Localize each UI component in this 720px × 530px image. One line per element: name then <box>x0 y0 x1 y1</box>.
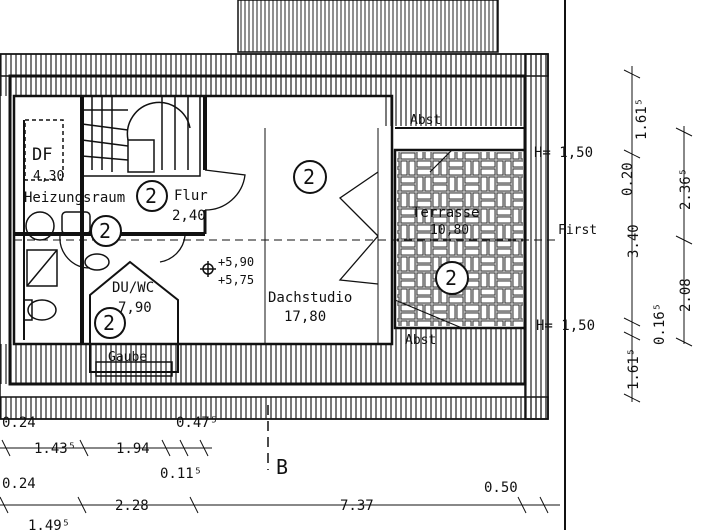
terrace-paving <box>397 152 523 326</box>
label-abst-top: Abst <box>410 113 441 128</box>
dim-bottom-r5-a: 1.49⁵ <box>28 518 70 530</box>
level-marker-icon <box>200 261 216 277</box>
svg-text:2: 2 <box>99 219 111 243</box>
terrace-doors <box>338 171 379 285</box>
svg-text:2: 2 <box>145 184 157 208</box>
room-name-gaube: Gaube <box>108 350 147 365</box>
fixtures <box>23 119 179 377</box>
room-name-df: DF <box>32 145 52 165</box>
svg-text:2: 2 <box>445 266 457 290</box>
dim-bottom-r4-c: 0.50 <box>484 480 518 496</box>
room-area-duwc: 7,90 <box>118 300 152 316</box>
label-h-top: H= 1,50 <box>534 145 593 161</box>
room-area-flur: 2,40 <box>172 208 206 224</box>
dim-right-c1-b: 0.20 <box>620 162 636 196</box>
room-number-circles: 2 2 2 2 2 <box>90 160 469 339</box>
dim-bottom-r4-b: 7.37 <box>340 498 374 514</box>
dim-bottom-r3-a: 0.24 <box>2 476 36 492</box>
right-dimension-lines <box>623 66 693 403</box>
label-abst-bottom: Abst <box>405 333 436 348</box>
roof-top-hatch <box>237 0 499 53</box>
label-first: First <box>558 223 597 238</box>
dim-right-c2-a: 2.36⁵ <box>678 168 694 210</box>
dim-right-c1-c: 3.40 <box>626 224 642 258</box>
dim-bottom-r3-b: 0.11⁵ <box>160 466 202 482</box>
dim-bottom-r1-b: 0.47⁵ <box>176 415 218 431</box>
outer-roof <box>0 53 549 420</box>
room-name-dachstudio: Dachstudio <box>268 290 352 306</box>
room-area-df: 4,30 <box>33 169 64 184</box>
room-name-terrasse: Terrasse <box>412 205 479 221</box>
section-label-b: B <box>276 455 288 479</box>
knee-wall-hatch <box>0 76 525 384</box>
dim-right-c1-a: 1.61⁵ <box>634 98 650 140</box>
room-name-duwc: DU/WC <box>112 280 154 296</box>
dim-bottom-r2-a: 1.43⁵ <box>34 441 76 457</box>
level-bottom: +5,75 <box>218 273 254 287</box>
label-h-bottom: H= 1,50 <box>536 318 595 334</box>
dim-right-c2-b: 2.08 <box>678 278 694 312</box>
svg-text:2: 2 <box>103 311 115 335</box>
room-area-terrasse: 10,80 <box>430 223 469 238</box>
bottom-dimension-lines <box>0 439 560 514</box>
level-top: +5,90 <box>218 255 254 269</box>
room-name-heizung: Heizungsraum <box>24 190 125 206</box>
dim-bottom-r1-a: 0.24 <box>2 415 36 431</box>
room-area-dachstudio: 17,80 <box>284 309 326 325</box>
dim-bottom-r4-a: 2.28 <box>115 498 149 514</box>
svg-text:2: 2 <box>303 165 315 189</box>
staircase <box>81 95 201 177</box>
dim-right-c1-d: 0.16⁵ <box>652 303 668 345</box>
dim-bottom-r2-b: 1.94 <box>116 441 150 457</box>
room-name-flur: Flur <box>174 188 208 204</box>
dim-right-c1-e: 1.61⁵ <box>626 348 642 390</box>
terrace-stairs <box>394 149 470 329</box>
